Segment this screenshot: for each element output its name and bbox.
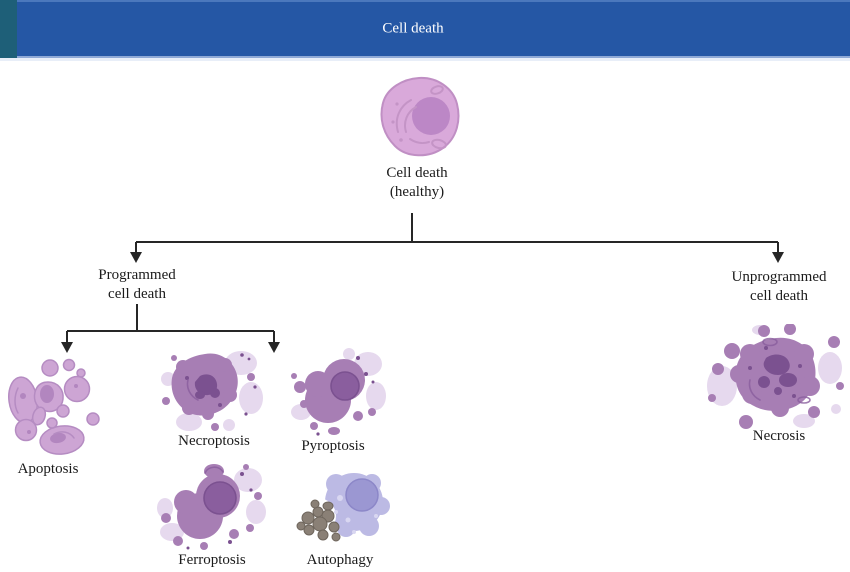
title-bar-underline — [0, 58, 850, 61]
necroptosis-cell-illustration — [161, 351, 263, 431]
branch-label-programmed: Programmed cell death — [98, 266, 175, 304]
root-label: Cell death (healthy) — [386, 164, 447, 202]
autophagy-cell-illustration — [296, 473, 390, 542]
arrow-down-icon — [61, 342, 73, 353]
healthy-cell-illustration — [380, 76, 460, 157]
arrow-down-icon — [268, 342, 280, 353]
unprogrammed-label-line1: Unprogrammed — [731, 269, 827, 285]
programmed-label-line2: cell death — [108, 286, 166, 302]
ferroptosis-label: Ferroptosis — [178, 552, 246, 568]
title-bar: Cell death — [0, 0, 850, 58]
arrow-down-icon — [772, 252, 784, 263]
pyroptosis-label: Pyroptosis — [301, 438, 365, 454]
page-title: Cell death — [382, 20, 444, 37]
pyroptosis-cell-illustration — [291, 348, 386, 436]
necroptosis-label: Necroptosis — [178, 433, 250, 449]
arrow-down-icon — [130, 252, 142, 263]
root-label-line1: Cell death — [386, 165, 448, 181]
title-bar-accent-block — [0, 0, 17, 58]
necrosis-cell-illustration — [707, 324, 844, 429]
autophagy-label: Autophagy — [306, 552, 374, 568]
unprogrammed-label-line2: cell death — [750, 288, 808, 304]
apoptosis-cell-illustration — [8, 358, 100, 455]
root-label-line2: (healthy) — [389, 184, 445, 200]
branch-label-unprogrammed: Unprogrammed cell death — [732, 268, 827, 306]
necrosis-label: Necrosis — [752, 428, 806, 444]
programmed-label-line1: Programmed — [98, 267, 176, 283]
apoptosis-label: Apoptosis — [17, 461, 79, 477]
ferroptosis-cell-illustration — [157, 464, 266, 550]
